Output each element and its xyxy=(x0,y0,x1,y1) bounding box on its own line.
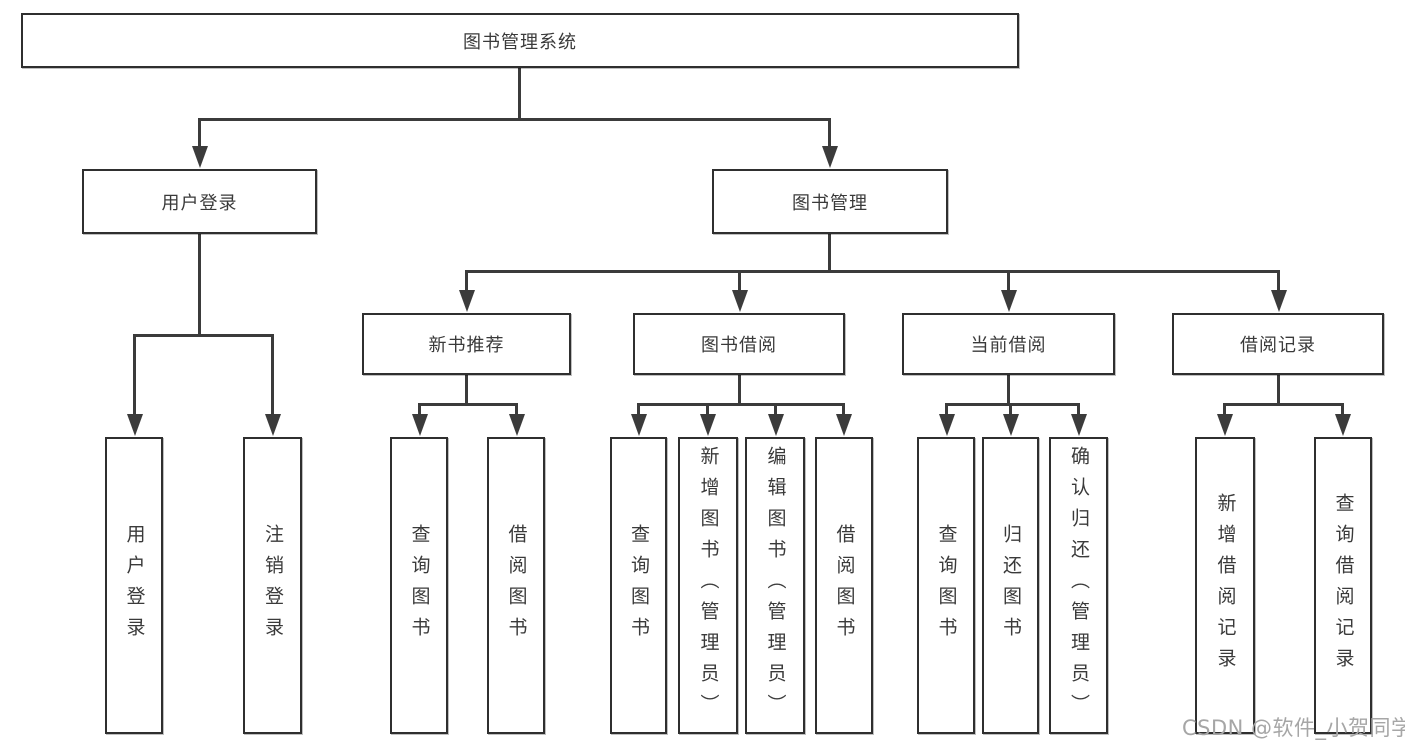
connector-user-login-stub xyxy=(198,234,201,337)
connector-arrow-leaf-logout xyxy=(271,334,274,415)
connector-book-borrow-stub xyxy=(738,375,741,406)
connector-arrow-new-book-recommend xyxy=(465,270,468,291)
connector-arrow xyxy=(1077,403,1080,415)
node-label: 查询图书 xyxy=(628,523,650,648)
connector-arrow xyxy=(515,403,518,415)
node-leaf-query-books-2: 查询图书 xyxy=(610,437,667,734)
node-book-management: 图书管理 xyxy=(712,169,948,234)
connector-arrow xyxy=(637,403,640,415)
node-label: 用户登录 xyxy=(123,523,146,648)
node-label: 编辑图书（管理员） xyxy=(764,446,787,725)
node-leaf-logout-login: 注销登录 xyxy=(243,437,302,734)
connector-book-management-stub xyxy=(828,234,831,273)
node-leaf-add-borrow-record: 新增借阅记录 xyxy=(1195,437,1255,734)
node-book-borrow: 图书借阅 xyxy=(633,313,845,375)
node-leaf-add-books-admin: 新增图书（管理员） xyxy=(678,437,738,734)
node-label: 图书管理系统 xyxy=(463,31,577,53)
node-label: 当前借阅 xyxy=(970,335,1047,356)
connector-borrow-record-stub xyxy=(1277,375,1280,406)
node-new-book-recommend: 新书推荐 xyxy=(362,313,571,375)
connector-arrow xyxy=(945,403,948,415)
node-leaf-borrow-books-2: 借阅图书 xyxy=(815,437,873,734)
csdn-watermark: CSDN @软件_小贺同学 xyxy=(1182,716,1405,740)
node-user-login: 用户登录 xyxy=(82,169,317,234)
node-label: 查询图书 xyxy=(935,523,958,648)
node-leaf-query-books-3: 查询图书 xyxy=(917,437,975,734)
connector-book-borrow-rail xyxy=(637,403,844,406)
connector-arrow-book-management xyxy=(828,118,831,147)
connector-current-borrow-rail xyxy=(945,403,1080,406)
node-leaf-confirm-return-admin: 确认归还（管理员） xyxy=(1049,437,1108,734)
connector-arrow xyxy=(1341,403,1344,415)
connector-arrow xyxy=(842,403,845,415)
node-label: 用户登录 xyxy=(161,192,238,214)
node-leaf-query-borrow-record: 查询借阅记录 xyxy=(1314,437,1372,734)
node-label: 借阅图书 xyxy=(833,523,856,648)
node-leaf-query-books-1: 查询图书 xyxy=(390,437,448,734)
node-label: 确认归还（管理员） xyxy=(1068,446,1090,725)
connector-root-stub xyxy=(518,68,521,119)
connector-arrow-user-login xyxy=(198,118,201,147)
connector-arrow-book-borrow xyxy=(738,270,741,291)
connector-arrow-borrow-record xyxy=(1277,270,1280,291)
connector-arrow-current-borrow xyxy=(1007,270,1010,291)
node-label: 注销登录 xyxy=(262,523,284,648)
connector-arrow-leaf-user-login xyxy=(133,334,136,415)
connector-arrow xyxy=(774,403,777,415)
node-borrow-record: 借阅记录 xyxy=(1172,313,1384,375)
node-label: 新增图书（管理员） xyxy=(697,446,720,725)
node-leaf-edit-books-admin: 编辑图书（管理员） xyxy=(745,437,805,734)
connector-new-book-stub xyxy=(465,375,468,406)
connector-new-book-rail xyxy=(418,403,518,406)
node-label: 新增借阅记录 xyxy=(1214,492,1237,679)
node-label: 图书借阅 xyxy=(701,335,777,356)
node-label: 借阅记录 xyxy=(1240,335,1316,356)
node-library-management-system: 图书管理系统 xyxy=(21,13,1019,68)
connector-arrow xyxy=(1009,403,1012,415)
node-label: 归还图书 xyxy=(1000,523,1022,648)
connector-arrow xyxy=(1223,403,1226,415)
node-label: 新书推荐 xyxy=(428,335,505,356)
node-label: 图书管理 xyxy=(792,192,868,214)
connector-current-borrow-stub xyxy=(1007,375,1010,406)
connector-book-management-rail xyxy=(465,270,1280,273)
connector-level1-rail xyxy=(198,118,830,121)
node-label: 查询图书 xyxy=(408,523,431,648)
connector-user-login-rail xyxy=(133,334,274,337)
node-label: 查询借阅记录 xyxy=(1332,492,1355,679)
connector-arrow xyxy=(418,403,421,415)
node-current-borrow: 当前借阅 xyxy=(902,313,1115,375)
node-leaf-user-login: 用户登录 xyxy=(105,437,163,734)
node-leaf-return-books: 归还图书 xyxy=(982,437,1039,734)
connector-arrow xyxy=(706,403,709,415)
connector-borrow-record-rail xyxy=(1223,403,1343,406)
node-label: 借阅图书 xyxy=(505,523,528,648)
node-leaf-borrow-books-1: 借阅图书 xyxy=(487,437,545,734)
